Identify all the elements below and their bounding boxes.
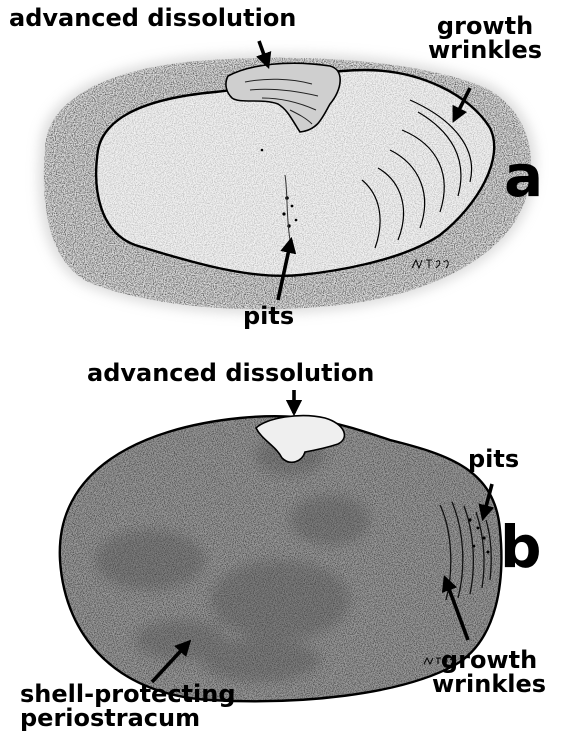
label-pits-b: pits — [468, 447, 519, 471]
label-growth-a-line2: wrinkles — [428, 38, 542, 62]
label-growth-wrinkles-b: growth wrinkles — [432, 648, 546, 696]
label-growth-b-line2: wrinkles — [432, 672, 546, 696]
panel-letter-a: a — [504, 147, 543, 205]
label-advanced-dissolution-b: advanced dissolution — [87, 361, 374, 385]
label-pits-a: pits — [243, 304, 294, 328]
label-periostracum-line1: shell-protecting — [20, 682, 236, 706]
label-growth-a-line1: growth — [428, 14, 542, 38]
label-advanced-dissolution-a: advanced dissolution — [9, 6, 296, 30]
label-growth-wrinkles-a: growth wrinkles — [428, 14, 542, 62]
label-periostracum-line2: periostracum — [20, 706, 236, 730]
label-periostracum-b: shell-protecting periostracum — [20, 682, 236, 730]
panel-a — [39, 41, 536, 313]
panel-letter-b: b — [500, 518, 542, 576]
label-growth-b-line1: growth — [432, 648, 546, 672]
